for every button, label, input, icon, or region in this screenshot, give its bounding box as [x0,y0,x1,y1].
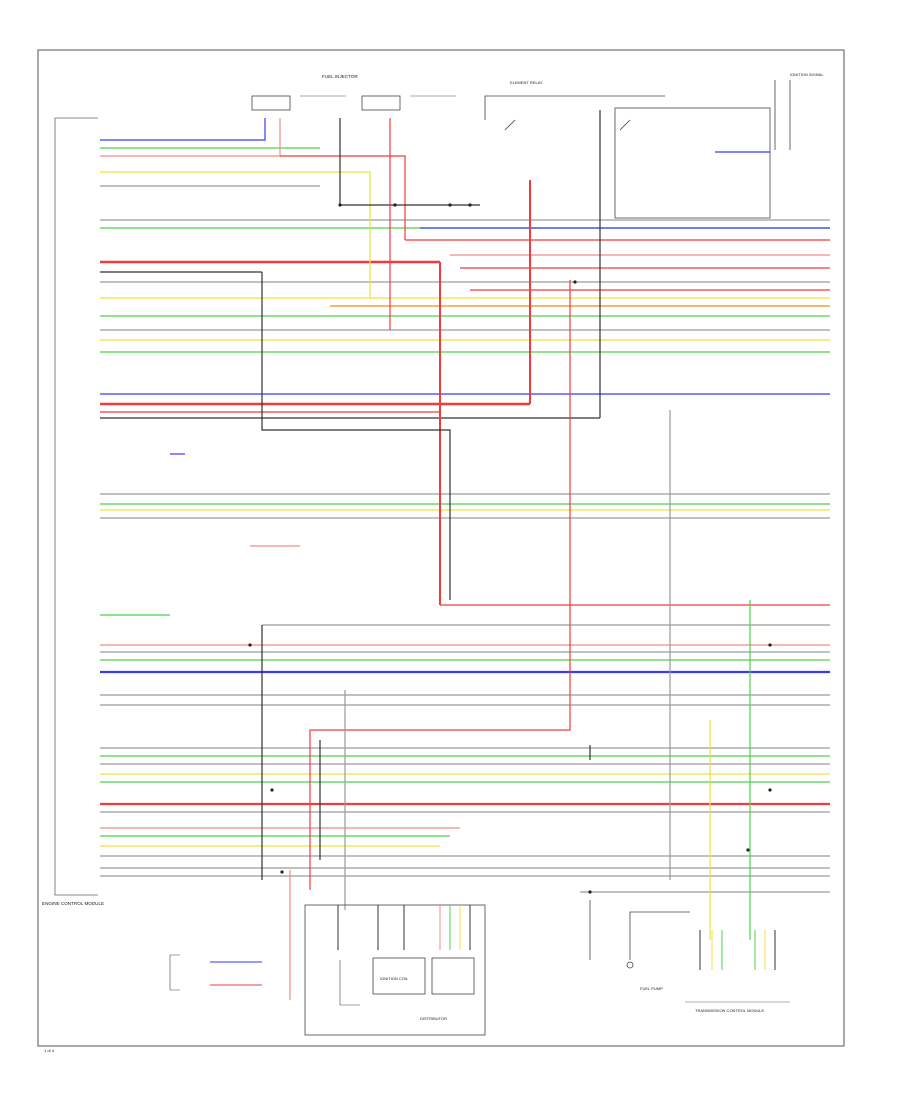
left-sensor-group [169,954,262,991]
fuel-injector-group: FUEL INJECTOR [251,74,456,111]
diagram-frame [37,49,845,1047]
tcm-group: TRANSMISSION CONTROL MODULE [685,930,790,1013]
tcm-label: TRANSMISSION CONTROL MODULE [695,1008,765,1013]
ignition-coil-box [372,957,426,995]
injector-box-1 [251,95,291,111]
relay-box [614,107,771,219]
wire-yellow-drop [320,171,371,298]
junction-dots [248,203,772,894]
page-number: 1 of 4 [44,1048,55,1053]
ecm-label: ENGINE CONTROL MODULE [42,901,104,906]
relay-group: ELEMENT RELAY [484,80,771,219]
relay-title: ELEMENT RELAY [510,80,543,85]
fuel-injector-title: FUEL INJECTOR [322,74,358,79]
wire-red-drop [280,155,406,240]
fuel-pump-label: FUEL PUMP [640,986,663,991]
distributor-label: DISTRIBUTOR [420,1016,447,1021]
wire-blue-up [255,118,266,141]
ecm-bracket [54,117,98,896]
coil-box-2 [431,957,475,995]
distributor-box [304,904,486,1036]
fuel-pump-group: FUEL PUMP [589,900,690,991]
ignition-coil-label: IGNITION COIL [380,976,409,981]
vertical-wires [255,110,751,1000]
wire-black-v1 [261,272,451,600]
wire-group [100,139,830,893]
wire-red-v4 [309,280,571,890]
ignition-signal-group: IGNITION SIGNAL [715,72,824,153]
wire-gray-v1 [339,118,480,206]
ignition-signal-title: IGNITION SIGNAL [790,72,824,77]
distributor-group: IGNITION COIL DISTRIBUTOR [304,904,486,1036]
injector-box-2 [361,95,401,111]
